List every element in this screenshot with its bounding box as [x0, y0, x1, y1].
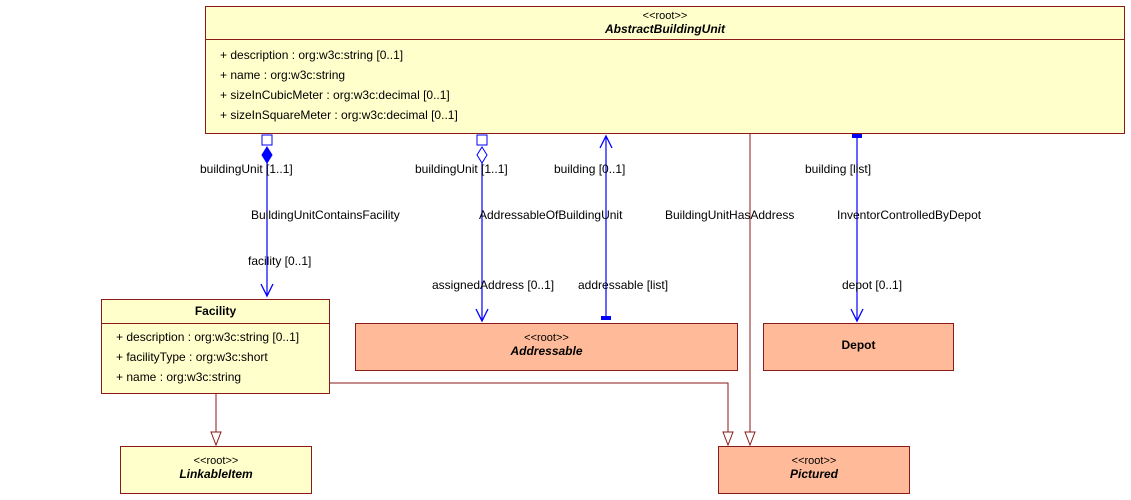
class-facility[interactable]: Facility + description : org:w3c:string … [101, 299, 330, 394]
attribute: + name : org:w3c:string [220, 68, 346, 82]
stereotype-label: <<root>> [791, 455, 837, 467]
role-label-assigned-address: assignedAddress [0..1] [432, 278, 555, 292]
class-name: Facility [194, 304, 237, 318]
class-pictured[interactable]: <<root>> Pictured [718, 446, 910, 494]
class-name: Addressable [510, 344, 583, 358]
attribute: + facilityType : org:w3c:short [116, 350, 268, 364]
class-depot[interactable]: Depot [763, 323, 954, 371]
attribute: + description : org:w3c:string [0..1] [220, 48, 404, 62]
class-addressable[interactable]: <<root>> Addressable [355, 323, 738, 371]
class-abstract-building-unit[interactable]: <<root>> AbstractBuildingUnit + descript… [205, 6, 1125, 134]
generalization-buildingunit-pictured[interactable] [744, 134, 756, 447]
class-name: AbstractBuildingUnit [605, 22, 725, 36]
class-name: Pictured [789, 467, 838, 481]
stereotype-label: <<root>> [642, 10, 688, 22]
class-name: Depot [841, 338, 876, 352]
stereotype-label: <<root>> [193, 455, 239, 467]
role-label-addressable: addressable [list] [578, 278, 669, 292]
role-label-facility: facility [0..1] [248, 254, 312, 268]
attribute: + description : org:w3c:string [0..1] [116, 330, 300, 344]
association-name-label: InventorControlledByDepot [837, 208, 982, 222]
generalization-facility-linkableitem[interactable] [210, 394, 222, 447]
association-name-label: AddressableOfBuildingUnit [479, 208, 623, 222]
generalization-facility-pictured[interactable] [330, 382, 734, 447]
association-controlled-by-depot[interactable] [850, 134, 864, 323]
attribute: + name : org:w3c:string [116, 370, 242, 384]
role-label-building: building [0..1] [554, 162, 626, 176]
association-name-label: BuildingUnitHasAddress [665, 208, 795, 222]
class-linkable-item[interactable]: <<root>> LinkableItem [120, 446, 312, 494]
role-label-depot: depot [0..1] [842, 278, 903, 292]
role-label-building-unit: buildingUnit [1..1] [200, 162, 293, 176]
class-name: LinkableItem [179, 467, 253, 481]
role-label-building: building [list] [805, 162, 872, 176]
association-has-address[interactable] [599, 134, 613, 320]
association-contains-facility[interactable] [260, 134, 274, 298]
association-addressable-of[interactable] [475, 134, 489, 323]
attribute: + sizeInCubicMeter : org:w3c:decimal [0.… [220, 88, 450, 102]
role-label-building-unit: buildingUnit [1..1] [415, 162, 508, 176]
association-name-label: BuildingUnitContainsFacility [251, 208, 400, 222]
stereotype-label: <<root>> [524, 332, 569, 344]
attribute: + sizeInSquareMeter : org:w3c:decimal [0… [220, 108, 458, 122]
